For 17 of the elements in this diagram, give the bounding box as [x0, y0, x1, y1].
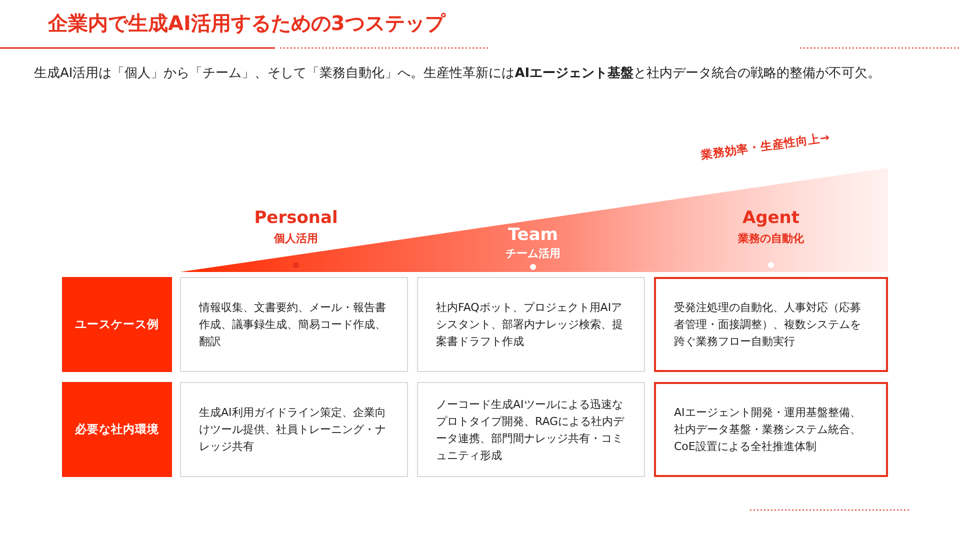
column-subheading: チーム活用	[504, 246, 562, 261]
row-header: 必要な社内環境	[62, 382, 172, 477]
column-heading: Team	[506, 225, 560, 245]
subtitle-text: 生成AI活用は「個人」から「チーム」、そして「業務自動化」へ。生産性革新にはAIエージェント基盤と社内データ統合の戦略的整備が不可欠。	[34, 65, 882, 83]
table-cell: ノーコード生成AIツールによる迅速なプロトタイプ開発、RAGによる社内データ連携、部門間ナレッジ共有・コミュニティ形成	[417, 382, 645, 477]
table-cell: 社内FAQボット、プロジェクト用AIアシスタント、部署内ナレッジ検索、提案書ドラフト作成	[417, 277, 645, 372]
growth-label: 業務効率・生産性向上→	[700, 130, 830, 163]
slide-title: 企業内で生成AI活用するための3つステップ	[48, 10, 445, 37]
column-subheading: 業務の自動化	[737, 231, 805, 246]
table-cell: 生成AI利用ガイドライン策定、企業向けツール提供、社員トレーニング・ナレッジ共有	[180, 382, 408, 477]
column-heading: Personal	[253, 208, 339, 228]
table-cell: AIエージェント開発・運用基盤整備、社内データ基盤・業務システム統合、CoE設置による全社推進体制	[654, 382, 888, 477]
column-subheading: 個人活用	[272, 231, 319, 246]
column-heading: Agent	[741, 208, 801, 228]
table-cell: 受発注処理の自動化、人事対応（応募者管理・面接調整）、複数システムを跨ぐ業務フロー自動実行	[654, 277, 888, 372]
row-header: ユースケース例	[62, 277, 172, 372]
table-cell: 情報収集、文書要約、メール・報告書作成、議事録生成、簡易コード作成、翻訳	[180, 277, 408, 372]
